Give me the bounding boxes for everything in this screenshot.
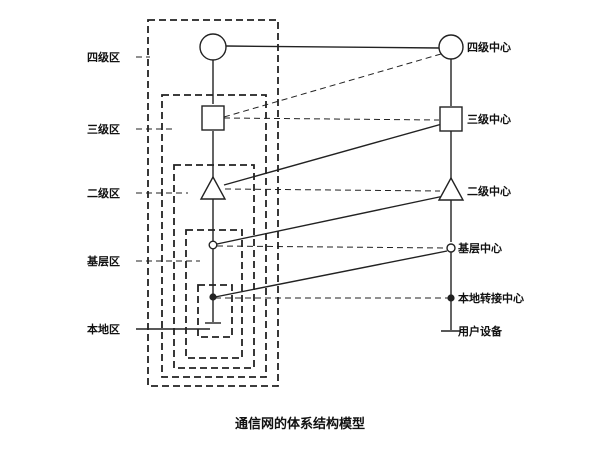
left-level3-square-node bbox=[201, 105, 225, 131]
zone-level4-box bbox=[147, 19, 279, 387]
left-level2-triangle-node bbox=[199, 175, 227, 200]
link-local-to-base bbox=[214, 250, 448, 298]
right-local-dot-node bbox=[447, 294, 455, 302]
right-base-small-circle-node bbox=[446, 243, 456, 253]
left-local-dot-node bbox=[209, 293, 217, 301]
right-level2-triangle-node bbox=[437, 176, 465, 201]
right-label-level3: 三级中心 bbox=[467, 112, 511, 126]
right-label-user: 用户设备 bbox=[458, 324, 503, 338]
link-level4-horizontal bbox=[225, 45, 440, 49]
link-level2-horizontal bbox=[224, 188, 441, 192]
zone-level3-box bbox=[161, 94, 267, 378]
link-base-to-level2 bbox=[216, 195, 445, 245]
link-level2-to-level3 bbox=[223, 123, 443, 186]
zone-local-box bbox=[197, 284, 233, 338]
left-base-small-circle-node bbox=[208, 240, 218, 250]
right-level3-square-node bbox=[439, 106, 463, 132]
left-label-level4: 四级区 bbox=[87, 50, 120, 64]
right-label-level4: 四级中心 bbox=[467, 40, 511, 54]
left-label-local: 本地区 bbox=[87, 322, 120, 336]
right-level4-circle-node bbox=[438, 34, 464, 60]
diagram-caption: 通信网的体系结构模型 bbox=[235, 416, 365, 432]
left-label-base: 基层区 bbox=[86, 254, 120, 268]
left-level4-circle-node bbox=[199, 33, 227, 61]
link-base-horizontal bbox=[216, 245, 448, 249]
zone-level2-box bbox=[173, 164, 255, 369]
left-label-level2: 二级区 bbox=[87, 186, 120, 200]
zone-base-box bbox=[185, 229, 243, 359]
right-label-local: 本地转接中心 bbox=[458, 291, 524, 305]
link-level3-horizontal bbox=[223, 117, 440, 121]
right-label-level2: 二级中心 bbox=[467, 184, 511, 198]
link-level3-to-level4 bbox=[223, 53, 442, 118]
right-label-base: 基层中心 bbox=[457, 241, 502, 255]
left-label-level3: 三级区 bbox=[87, 122, 120, 136]
